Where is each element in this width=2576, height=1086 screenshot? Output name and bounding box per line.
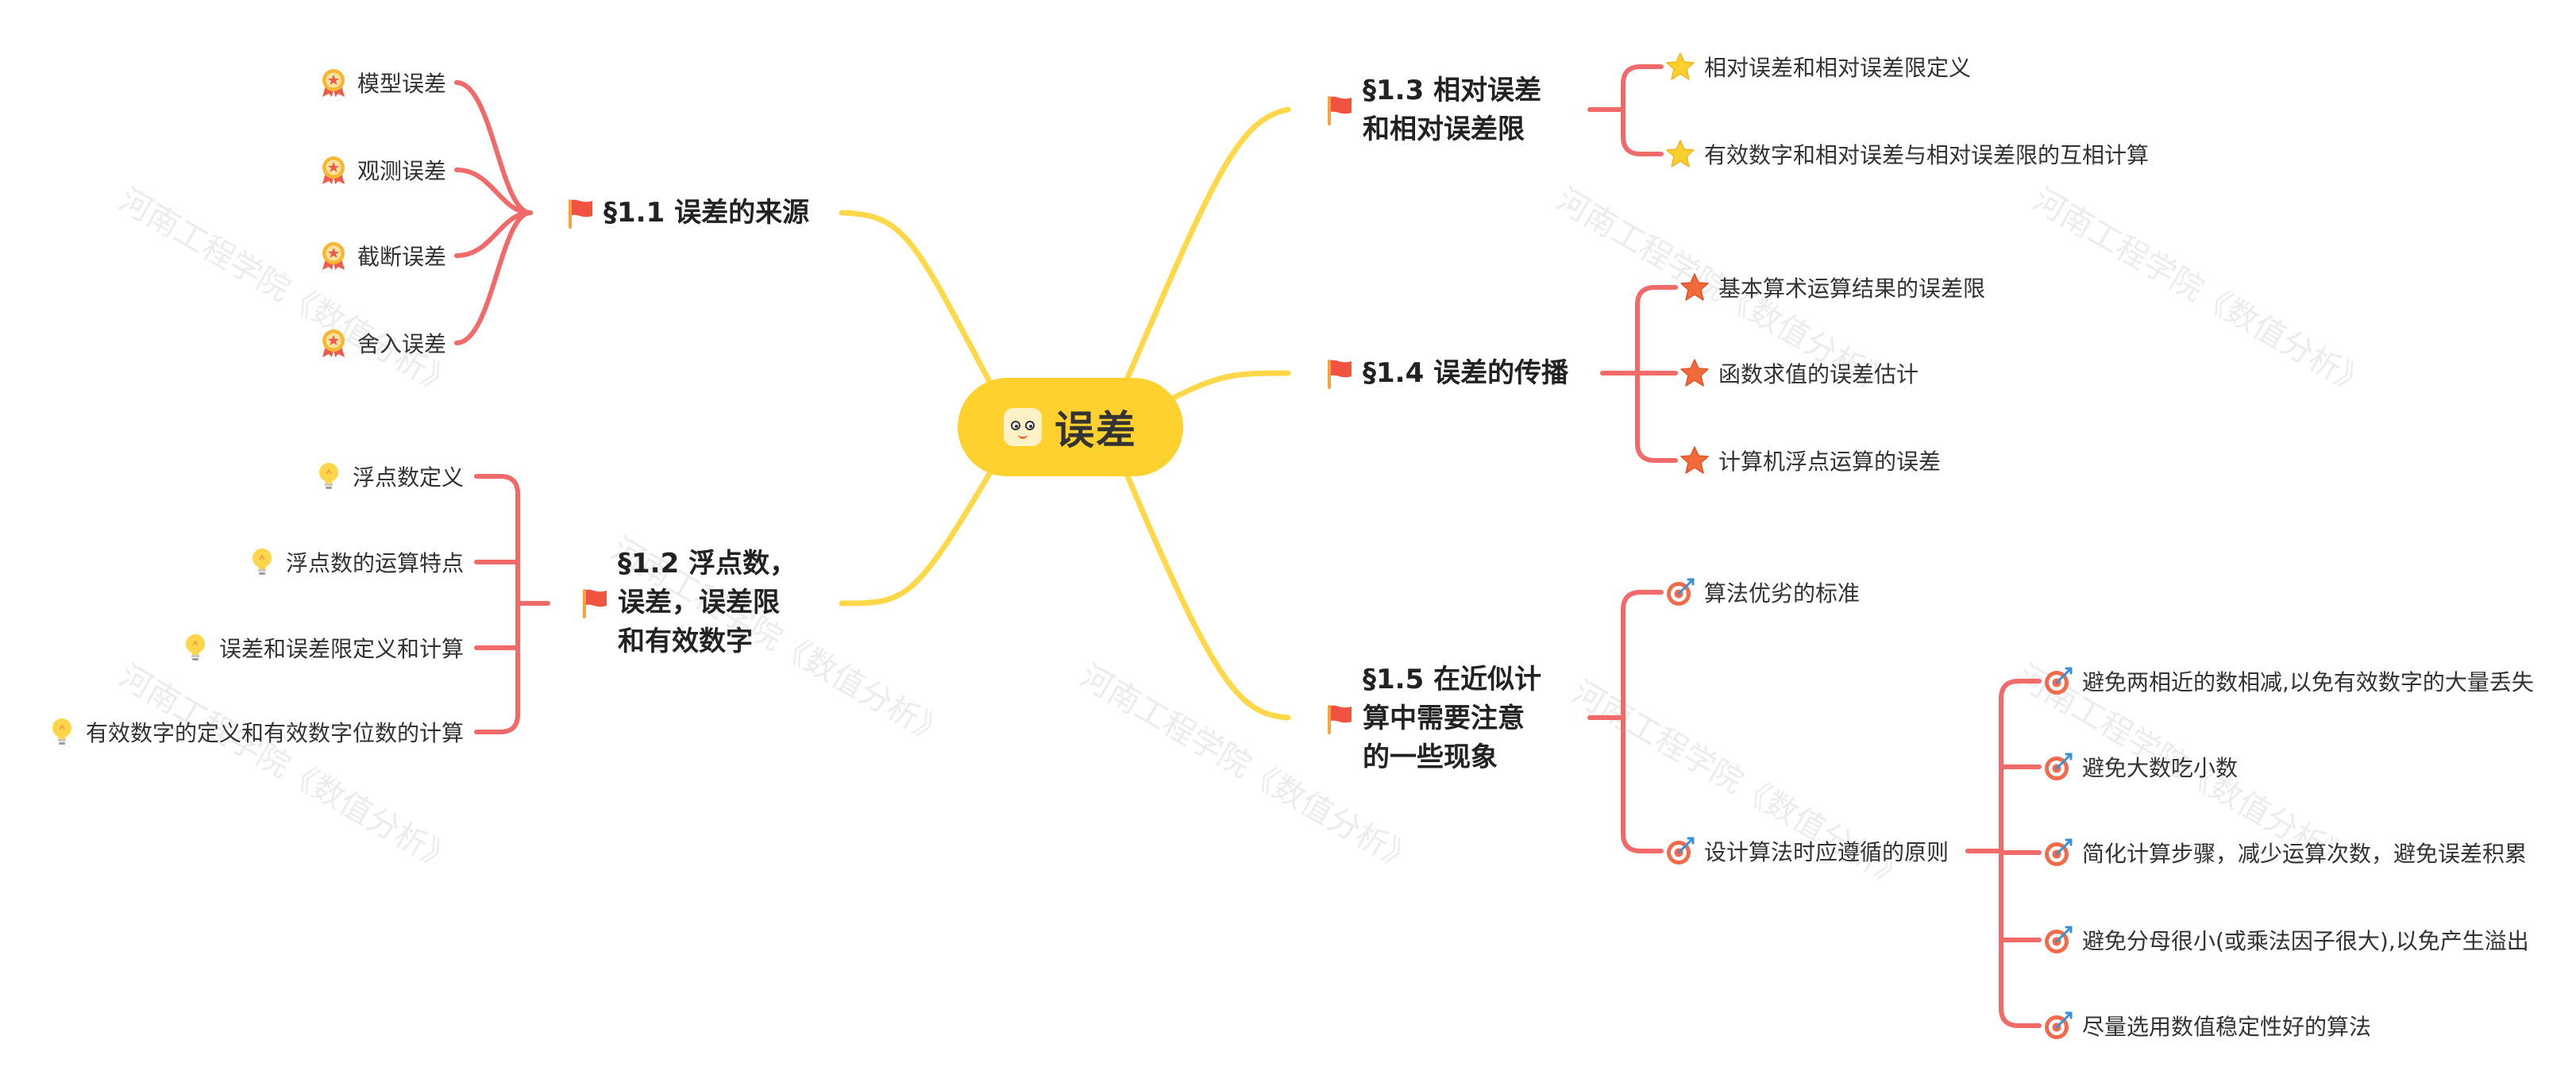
connector-root-b12 xyxy=(839,465,996,607)
leaf-node[interactable]: 设计算法时应遵循的原则 xyxy=(1664,831,1949,871)
target-icon xyxy=(2045,926,2073,953)
leaf-label: 简化计算步骤，减少运算次数，避免误差积累 xyxy=(2082,841,2528,867)
target-icon xyxy=(2045,1011,2073,1039)
leaf-label: 基本算术运算结果的误差限 xyxy=(1718,275,1986,302)
red-flag-icon xyxy=(583,588,607,618)
leaf-node[interactable]: 计算机浮点运算的误差 xyxy=(1679,441,1941,480)
branch-1-4[interactable]: §1.4 误差的传播 xyxy=(1325,354,1568,393)
sub-leaf-node[interactable]: 避免大数吃小数 xyxy=(2042,747,2238,787)
sub-leaf-node[interactable]: 避免分母很小(或乘法因子很大),以免产生溢出 xyxy=(2042,920,2529,960)
red-flag-icon xyxy=(569,198,592,229)
branch-label-line: 算中需要注意 xyxy=(1363,703,1525,734)
sub-leaf-node[interactable]: 尽量选用数值稳定性好的算法 xyxy=(2042,1006,2371,1046)
leaf-label: 误差和误差限定义和计算 xyxy=(219,636,465,662)
red-flag-icon xyxy=(1328,704,1352,734)
root-topic[interactable]: 误差 xyxy=(958,378,1183,476)
connector-b12-bracket xyxy=(474,474,520,734)
red-star-icon xyxy=(1680,446,1709,474)
lightbulb-icon xyxy=(52,718,71,745)
branch-label-line: 的一些现象 xyxy=(1363,741,1498,773)
lightbulb-icon xyxy=(319,463,338,489)
connector-root-b11 xyxy=(839,210,996,391)
branch-label-line: §1.1 误差的来源 xyxy=(604,197,810,229)
medal-badge-icon xyxy=(322,242,345,270)
face-emoji-icon xyxy=(1004,408,1042,446)
red-flag-icon xyxy=(1328,96,1352,125)
connector-b11-leaf xyxy=(454,168,533,215)
target-icon xyxy=(1667,578,1695,606)
leaf-label: 尽量选用数值稳定性好的算法 xyxy=(2082,1014,2372,1040)
leaf-label: 避免分母很小(或乘法因子很大),以免产生溢出 xyxy=(2082,928,2529,954)
leaf-node[interactable]: 模型误差 xyxy=(318,63,446,102)
target-icon xyxy=(2045,838,2073,866)
lightbulb-icon xyxy=(186,634,205,660)
red-star-icon xyxy=(1680,273,1709,301)
connector-b11-leaf xyxy=(454,80,533,215)
branch-1-1[interactable]: §1.1 误差的来源 xyxy=(565,194,809,233)
sub-leaf-node[interactable]: 避免两相近的数相减,以免有效数字的大量丢失 xyxy=(2042,661,2534,701)
leaf-label: 避免两相近的数相减,以免有效数字的大量丢失 xyxy=(2082,669,2534,695)
leaf-label: 截断误差 xyxy=(357,244,447,270)
leaf-label: 相对误差和相对误差限定义 xyxy=(1704,55,1972,81)
yellow-star-icon xyxy=(1666,52,1695,80)
leaf-node[interactable]: 函数求值的误差估计 xyxy=(1679,353,1919,393)
leaf-label: 算法优劣的标准 xyxy=(1704,580,1861,607)
sub-leaf-node[interactable]: 简化计算步骤，减少运算次数，避免误差积累 xyxy=(2042,833,2527,872)
medal-badge-icon xyxy=(322,69,345,97)
lightbulb-icon xyxy=(253,549,272,575)
leaf-node[interactable]: 算法优劣的标准 xyxy=(1664,572,1860,612)
leaf-node[interactable]: 舍入误差 xyxy=(318,323,446,363)
leaf-label: 观测误差 xyxy=(357,158,447,184)
leaf-label: 有效数字和相对误差与相对误差限的互相计算 xyxy=(1704,142,2150,168)
branch-1-5[interactable]: §1.5 在近似计 算中需要注意 的一些现象 xyxy=(1325,660,1541,777)
branch-label-line: §1.3 相对误差 xyxy=(1363,75,1542,106)
medal-badge-icon xyxy=(322,329,345,357)
branch-1-2[interactable]: §1.2 浮点数， 误差，误差限 和有效数字 xyxy=(580,545,796,661)
medal-badge-icon xyxy=(322,156,345,184)
branch-label-line: 误差，误差限 xyxy=(618,587,780,618)
branch-label-line: §1.2 浮点数， xyxy=(618,548,797,580)
leaf-node[interactable]: 截断误差 xyxy=(318,236,446,275)
leaf-label: 有效数字的定义和有效数字位数的计算 xyxy=(86,720,465,746)
leaf-label: 计算机浮点运算的误差 xyxy=(1718,449,1942,475)
leaf-label: 模型误差 xyxy=(357,71,447,97)
connector-b15-bracket xyxy=(1621,590,1664,853)
leaf-label: 避免大数吃小数 xyxy=(2082,755,2239,781)
leaf-node[interactable]: 有效数字的定义和有效数字位数的计算 xyxy=(46,712,464,752)
leaf-node[interactable]: 有效数字和相对误差与相对误差限的互相计算 xyxy=(1664,134,2149,174)
branch-label-line: §1.4 误差的传播 xyxy=(1363,357,1569,389)
leaf-node[interactable]: 相对误差和相对误差限定义 xyxy=(1664,47,1971,87)
branch-label-line: §1.5 在近似计 xyxy=(1363,664,1542,695)
connector-b13-bracket xyxy=(1621,64,1664,156)
yellow-star-icon xyxy=(1666,140,1695,168)
target-icon xyxy=(1667,837,1695,865)
leaf-node[interactable]: 观测误差 xyxy=(318,150,446,190)
connector-b11-leaf xyxy=(454,210,533,345)
leaf-node[interactable]: 误差和误差限定义和计算 xyxy=(179,628,464,668)
target-icon xyxy=(2045,667,2073,695)
leaf-node[interactable]: 浮点数定义 xyxy=(313,456,464,496)
leaf-label: 设计算法时应遵循的原则 xyxy=(1704,839,1949,865)
root-topic-label: 误差 xyxy=(1055,407,1137,453)
connector-root-b15 xyxy=(1124,473,1291,721)
connector-root-b14 xyxy=(1172,370,1291,400)
connector-root-b13 xyxy=(1124,106,1291,381)
red-star-icon xyxy=(1680,359,1709,387)
leaf-label: 浮点数的运算特点 xyxy=(286,550,465,576)
leaf-label: 舍入误差 xyxy=(357,331,447,357)
leaf-label: 函数求值的误差估计 xyxy=(1718,361,1919,387)
leaf-node[interactable]: 基本算术运算结果的误差限 xyxy=(1679,268,1985,307)
branch-label-line: 和有效数字 xyxy=(618,626,753,657)
branch-label-line: 和相对误差限 xyxy=(1363,114,1525,145)
leaf-label: 浮点数定义 xyxy=(353,464,465,491)
target-icon xyxy=(2045,753,2073,780)
branch-1-3[interactable]: §1.3 相对误差 和相对误差限 xyxy=(1325,71,1541,149)
red-flag-icon xyxy=(1328,359,1352,389)
leaf-node[interactable]: 浮点数的运算特点 xyxy=(246,542,464,582)
